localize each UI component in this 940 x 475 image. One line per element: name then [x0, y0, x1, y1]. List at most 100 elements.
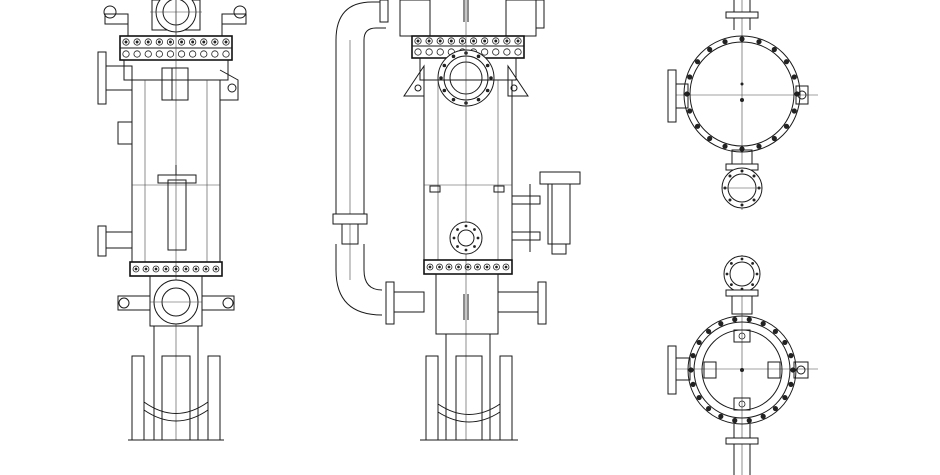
bottom-plan-inner-lugs	[703, 329, 781, 411]
bolt-hole	[732, 417, 738, 424]
bolt-hole	[688, 367, 694, 373]
bolt-hole	[772, 328, 778, 335]
bolt-nut	[189, 38, 197, 46]
bolt-center	[134, 267, 138, 271]
bolt-hole	[746, 316, 752, 323]
top-plan-view	[667, 0, 818, 210]
bolt-center	[495, 265, 498, 269]
bolt-hole	[791, 74, 797, 80]
front-top-lugs	[103, 5, 247, 36]
bolt-hole	[456, 228, 459, 231]
bolt-center	[204, 267, 208, 271]
bolt-nut	[436, 37, 444, 45]
bolt-nut	[445, 263, 453, 271]
bolt-nut	[182, 265, 190, 273]
bolt-hole	[746, 417, 752, 424]
bolt-hole	[476, 97, 481, 102]
bolt-nut	[481, 48, 489, 56]
bolt-nut	[447, 37, 455, 45]
bolt-nut	[464, 263, 472, 271]
side-right-instrument	[511, 171, 581, 255]
top-plan-left-nozzle	[667, 69, 689, 123]
bolt-hole	[725, 272, 729, 276]
bolt-hole	[687, 108, 693, 114]
bolt-hole	[451, 97, 456, 102]
bolt-nut	[414, 48, 422, 56]
bolt-hole	[771, 135, 777, 142]
bolt-hole	[740, 257, 744, 261]
bolt-nut	[492, 37, 500, 45]
bolt-nut	[414, 37, 422, 45]
bolt-nut	[192, 265, 200, 273]
bolt-hole	[783, 123, 790, 129]
bolt-hole	[464, 248, 468, 252]
bolt-hole	[728, 174, 732, 178]
bolt-center	[438, 39, 442, 43]
bolt-nut	[211, 50, 219, 58]
bolt-hole	[707, 46, 713, 53]
bolt-hole	[751, 261, 755, 265]
bolt-nut	[166, 50, 175, 58]
bolt-nut	[514, 48, 522, 56]
bolt-center	[194, 267, 198, 271]
bottom-plan-right-lug	[793, 361, 809, 379]
bottom-plan-left-nozzle	[667, 345, 691, 395]
bolt-hole	[473, 228, 476, 231]
bolt-hole	[788, 381, 794, 387]
bolt-nut	[122, 50, 130, 58]
front-bottom-nozzle	[117, 275, 235, 327]
bolt-nut	[155, 50, 163, 58]
bolt-nut	[425, 48, 433, 56]
bolt-nut	[122, 38, 130, 46]
bolt-nut	[172, 265, 180, 273]
bolt-center	[428, 265, 432, 269]
bolt-hole	[782, 339, 788, 346]
bolt-nut	[503, 37, 511, 45]
bolt-nut	[177, 50, 186, 58]
bolt-hole	[760, 413, 766, 419]
bolt-hole	[729, 261, 733, 265]
bolt-hole	[464, 224, 468, 228]
bolt-nut	[436, 48, 444, 56]
bolt-hole	[706, 328, 712, 335]
bolt-hole	[473, 245, 476, 248]
bolt-hole	[718, 321, 724, 327]
bolt-center	[485, 265, 489, 269]
bolt-center	[124, 40, 128, 44]
bolt-center	[504, 265, 508, 269]
bolt-nut	[189, 50, 197, 58]
bolt-center	[191, 40, 195, 44]
bolt-hole	[707, 135, 713, 142]
bolt-center	[483, 39, 487, 43]
side-support-legs	[420, 334, 518, 441]
bolt-hole	[718, 413, 724, 419]
bolt-hole	[687, 74, 693, 80]
front-right-lugs	[219, 69, 239, 101]
front-elevation-view	[97, 0, 247, 441]
bolt-hole	[752, 198, 756, 202]
bolt-nut	[455, 263, 462, 271]
bolt-center	[144, 267, 148, 271]
bolt-hole	[783, 59, 790, 65]
bolt-nut	[436, 263, 443, 271]
bolt-nut	[481, 37, 489, 45]
side-bottom-nozzles	[435, 273, 547, 335]
bolt-center	[461, 39, 464, 43]
bolt-center	[157, 40, 161, 44]
bolt-hole	[728, 198, 732, 202]
bolt-hole	[740, 169, 744, 173]
bolt-nut	[514, 37, 522, 45]
top-plan-lower-nozzle	[721, 149, 763, 209]
bolt-center	[184, 267, 188, 271]
bolt-center	[146, 40, 150, 44]
bolt-hole	[739, 146, 745, 152]
bolt-hole	[489, 76, 493, 80]
top-plan-upper-pipe	[725, 0, 759, 30]
side-top-nozzles	[399, 0, 545, 37]
bolt-hole	[690, 381, 696, 387]
side-top-flange	[411, 35, 525, 59]
bolt-hole	[451, 54, 456, 59]
top-plan-right-lug	[795, 85, 809, 105]
